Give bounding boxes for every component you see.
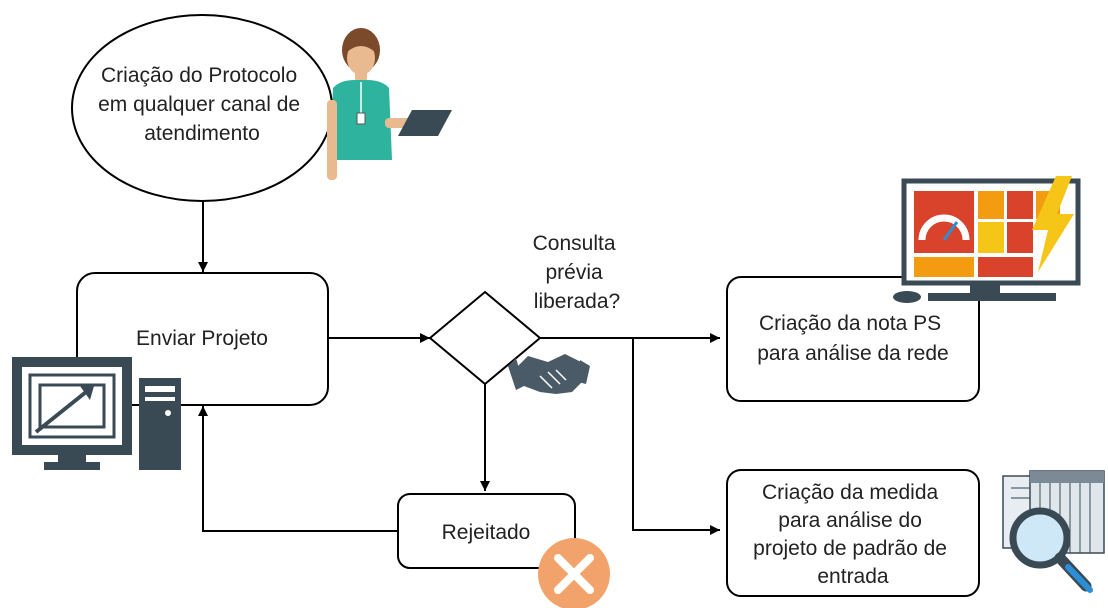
medida-line-3: projeto de padrão de <box>753 537 947 560</box>
nota-ps-node: Criação da nota PS para análise da rede <box>726 276 980 402</box>
nota-ps-line-1: Criação da nota PS <box>759 312 941 335</box>
send-project-node: Enviar Projeto <box>76 272 329 406</box>
medida-line-2: para análise do <box>778 509 922 532</box>
handshake-icon <box>508 354 590 394</box>
decision-label: Consulta prévia liberada? <box>533 232 622 313</box>
computer-icon <box>12 357 181 470</box>
medida-node: Criação da medida para análise do projet… <box>726 469 980 597</box>
decision-line-1: Consulta <box>533 232 616 255</box>
medida-line-4: entrada <box>817 565 889 588</box>
medida-line-1: Criação da medida <box>762 481 939 504</box>
start-line-2: em qualquer canal de <box>98 93 300 116</box>
start-node: Criação do Protocolo em qualquer canal d… <box>71 14 333 202</box>
edge-rejected-to-send <box>198 406 398 532</box>
svg-text:Criação da medida para a: Criação da medida para análise do projet… <box>753 481 953 588</box>
magnifier-icon <box>1009 507 1093 593</box>
nota-ps-line-2: para análise da rede <box>757 342 948 365</box>
start-line-1: Criação do Protocolo <box>101 64 297 87</box>
decision-line-2: prévia <box>545 261 603 284</box>
lightning-icon <box>1032 176 1074 272</box>
tablet-icon <box>398 110 452 136</box>
edge-decision-to-medida <box>632 338 720 535</box>
rejected-node: Rejeitado <box>397 493 576 569</box>
rejected-label: Rejeitado <box>442 521 531 544</box>
reject-x-icon <box>538 538 610 608</box>
decision-line-3: liberada? <box>534 290 620 313</box>
svg-text:Criação do Protocolo em: Criação do Protocolo em qualquer canal d… <box>98 64 306 145</box>
person-icon <box>327 28 415 180</box>
start-line-3: atendimento <box>144 122 260 145</box>
decision-node <box>428 290 542 386</box>
svg-text:Criação da nota PS para: Criação da nota PS para análise da rede <box>757 312 948 365</box>
send-project-label: Enviar Projeto <box>136 327 268 350</box>
